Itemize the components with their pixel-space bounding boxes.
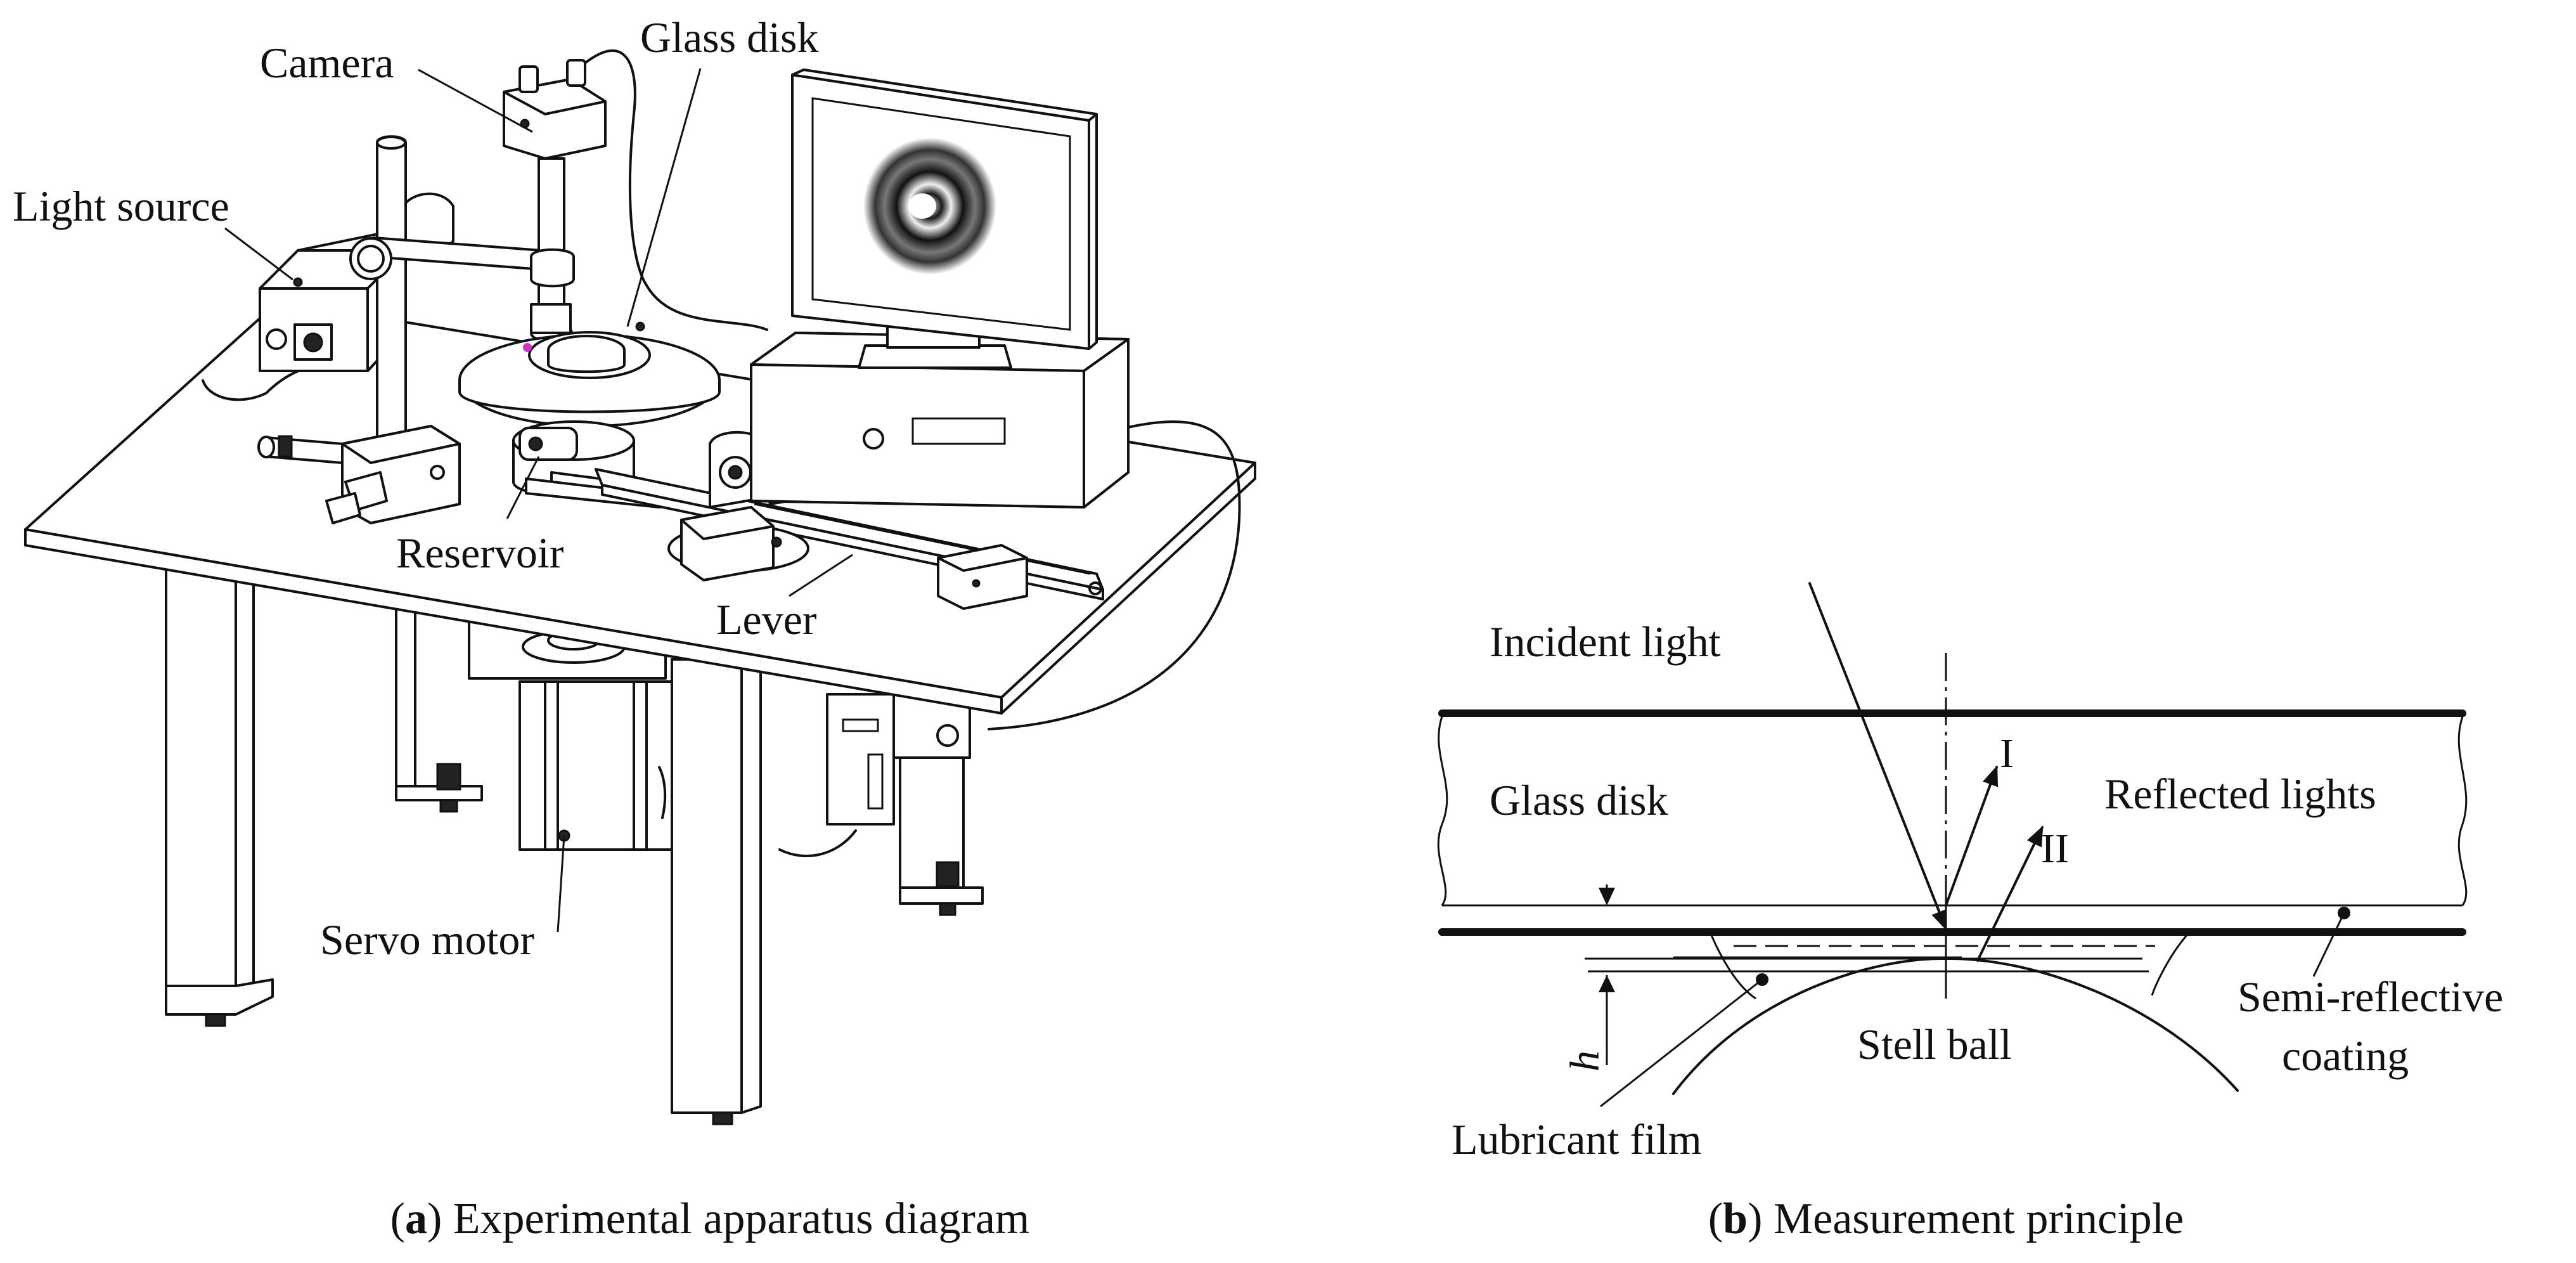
lever — [595, 431, 1104, 610]
label-incident-light: Incident light — [1490, 618, 1721, 666]
label-ray-2: II — [2041, 826, 2069, 872]
label-lever: Lever — [716, 595, 817, 644]
label-camera: Camera — [260, 39, 394, 87]
label-reflected-lights: Reflected lights — [2104, 770, 2376, 818]
label-glass-disk-b: Glass disk — [1490, 776, 1668, 824]
label-reservoir: Reservoir — [396, 529, 564, 577]
measurement-principle-diagram: Incident light Glass disk Reflected ligh… — [1437, 582, 2503, 1243]
monitor — [791, 68, 1098, 369]
caption-a-letter: a — [405, 1195, 427, 1243]
caption-b: (b) Measurement principle — [1708, 1195, 2184, 1243]
lubricant-film-lines — [1588, 935, 2188, 1000]
label-servo-motor: Servo motor — [320, 916, 534, 964]
caption-a-text: Experimental apparatus diagram — [453, 1195, 1030, 1243]
servo-motor — [518, 680, 673, 851]
reflected-ray-2 — [1976, 826, 2044, 962]
support-column — [257, 135, 543, 524]
label-lubricant-film: Lubricant film — [1452, 1115, 1702, 1163]
camera — [503, 59, 607, 343]
label-ray-1: I — [2000, 730, 2014, 777]
label-coating-line2: coating — [2282, 1032, 2409, 1080]
panel-a-leaders — [224, 68, 853, 933]
label-film-height: h — [1562, 1051, 1608, 1072]
caption-a: (a) Experimental apparatus diagram — [390, 1195, 1030, 1243]
motor-controller — [778, 693, 984, 916]
caption-b-text: Measurement principle — [1774, 1195, 2184, 1243]
cable-right — [988, 420, 1241, 730]
steel-ball — [1672, 957, 2239, 1095]
panel-b-leaders — [1600, 907, 2350, 1108]
computer — [750, 332, 1130, 508]
label-steel-ball: Stell ball — [1857, 1020, 2012, 1068]
cable-camera — [569, 49, 768, 331]
glass-disk — [458, 321, 721, 427]
film-thickness-dimension — [1585, 884, 1623, 1065]
apparatus-diagram: Camera Glass disk Light source Reservoir… — [13, 13, 1256, 1243]
label-coating-line1: Semi-reflective — [2238, 973, 2503, 1021]
caption-b-letter: b — [1723, 1195, 1748, 1243]
glass-disk-slab — [1437, 709, 2468, 936]
label-light-source: Light source — [13, 182, 229, 230]
label-glass-disk-a: Glass disk — [640, 13, 818, 62]
incident-ray — [1808, 582, 1947, 931]
reflected-ray-1 — [1945, 765, 1999, 907]
